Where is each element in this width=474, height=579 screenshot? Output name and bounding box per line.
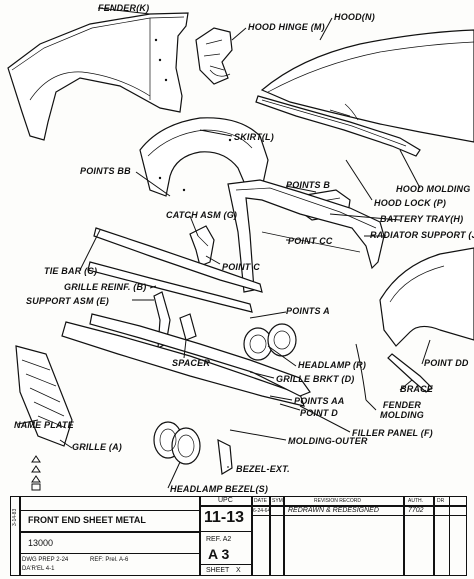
radiator-support-part bbox=[227, 179, 385, 293]
bezel-ext-part bbox=[217, 438, 233, 475]
label-support-asm-e: SUPPORT ASM (E) bbox=[26, 296, 110, 306]
exploded-view-drawing bbox=[7, 7, 474, 491]
leader-lines bbox=[17, 7, 431, 489]
ref-a2: REF. A2 bbox=[206, 536, 232, 543]
col-date: DATE bbox=[254, 498, 267, 504]
title-block: 3-14-83 UPC FRONT END SHEET METAL 13000 … bbox=[10, 496, 467, 576]
tie-bar-part bbox=[93, 227, 263, 293]
upc-header: UPC bbox=[218, 497, 233, 504]
label-hood-lock-p: HOOD LOCK (P) bbox=[374, 198, 447, 208]
catch-asm-part bbox=[189, 225, 215, 267]
right-fender-part bbox=[379, 247, 474, 347]
rev-text: REDRAWN & REDESIGNED bbox=[288, 507, 379, 514]
rev-col-auth bbox=[404, 496, 434, 576]
grille-part bbox=[15, 345, 73, 447]
rev-date: 6-24-64 bbox=[253, 508, 271, 514]
label-radiator-support-j: RADIATOR SUPPORT (J) bbox=[370, 230, 474, 240]
title-text: FRONT END SHEET METAL bbox=[28, 515, 146, 525]
fender-molding-part bbox=[355, 343, 367, 401]
col-sym: SYM bbox=[272, 498, 283, 504]
label-fender-molding: FENDER MOLDING bbox=[380, 400, 424, 420]
label-point-c: POINT C bbox=[222, 262, 260, 272]
label-grille-reinf-b: GRILLE REINF. (B) bbox=[64, 282, 147, 292]
col-auth: AUTH. bbox=[408, 498, 423, 504]
side-mark-text: 3-14-83 bbox=[12, 508, 18, 526]
rev-auth: 7702 bbox=[408, 507, 424, 514]
title-row-2 bbox=[20, 532, 200, 554]
label-bezel-ext: BEZEL-EXT. bbox=[236, 464, 290, 474]
label-headlamp-r: HEADLAMP (R) bbox=[298, 360, 367, 370]
label-spacer: SPACER bbox=[172, 358, 211, 368]
rev-col-text bbox=[284, 496, 404, 576]
label-points-aa: POINTS AA bbox=[294, 396, 345, 406]
col-dr: DR bbox=[437, 498, 445, 504]
label-grille-a: GRILLE (A) bbox=[72, 442, 122, 452]
label-name-plate: NAME PLATE bbox=[14, 420, 74, 430]
rev-col-sym bbox=[270, 496, 284, 576]
upc-value: 11-13 bbox=[204, 509, 245, 526]
label-skirt-l: SKIRT(L) bbox=[234, 132, 274, 142]
label-fender-molding-text: FENDER MOLDING bbox=[380, 400, 424, 420]
label-grille-brkt-d: GRILLE BRKT (D) bbox=[276, 374, 355, 384]
label-point-dd: POINT DD bbox=[424, 358, 469, 368]
label-points-b: POINTS B bbox=[286, 180, 331, 190]
label-catch-asm-g: CATCH ASM (G) bbox=[166, 210, 238, 220]
dwg-prep: DWG PREP 2-24 bbox=[22, 557, 69, 563]
sheet-label: SHEET bbox=[206, 567, 230, 574]
label-hood-n: HOOD(N) bbox=[334, 12, 375, 22]
title-row-1 bbox=[20, 510, 200, 532]
filler-panel-part bbox=[61, 313, 311, 407]
label-molding-outer: MOLDING-OUTER bbox=[288, 436, 368, 446]
label-hood-hinge-m: HOOD HINGE (M) bbox=[248, 22, 325, 32]
hood-hinge-part bbox=[195, 27, 233, 85]
title-left-strip bbox=[10, 496, 20, 576]
fender-part bbox=[7, 12, 189, 141]
sheet-mark: X bbox=[236, 567, 241, 574]
label-point-cc: POINT CC bbox=[288, 236, 333, 246]
label-fender-k: FENDER(K) bbox=[98, 3, 150, 13]
headlamp-part bbox=[243, 323, 297, 361]
part-number: 13000 bbox=[28, 538, 54, 548]
label-filler-panel-f: FILLER PANEL (F) bbox=[352, 428, 433, 438]
pencil-marks-icon bbox=[31, 455, 41, 491]
upc-sheet-row bbox=[200, 564, 252, 576]
headlamp-bezel-part bbox=[153, 421, 201, 465]
label-points-bb: POINTS BB bbox=[80, 166, 131, 176]
label-points-a: POINTS A bbox=[286, 306, 330, 316]
label-hood-molding: HOOD MOLDING bbox=[396, 184, 471, 194]
label-tie-bar-c: TIE BAR (C) bbox=[44, 266, 98, 276]
upc-value-row bbox=[200, 506, 252, 532]
rev-col-date bbox=[252, 496, 270, 576]
col-revision: REVISION RECORD bbox=[314, 498, 361, 504]
upc-header-row bbox=[200, 496, 252, 506]
rev-col-dr bbox=[434, 496, 450, 576]
label-headlamp-bezel-s: HEADLAMP BEZEL(S) bbox=[170, 484, 269, 494]
grille-reinf-part bbox=[87, 261, 253, 313]
dwg-ref: REF: Prel. A-6 bbox=[90, 557, 129, 563]
brace-part bbox=[387, 353, 433, 393]
sheet-code: A 3 bbox=[208, 546, 230, 562]
label-point-d: POINT D bbox=[300, 408, 338, 418]
label-battery-tray-h: BATTERY TRAY(H) bbox=[380, 214, 464, 224]
hood-part bbox=[255, 29, 474, 157]
label-brace: BRACE bbox=[400, 384, 434, 394]
dater: DA'R'EL 4-1 bbox=[22, 566, 55, 572]
spacer-part bbox=[179, 313, 197, 341]
